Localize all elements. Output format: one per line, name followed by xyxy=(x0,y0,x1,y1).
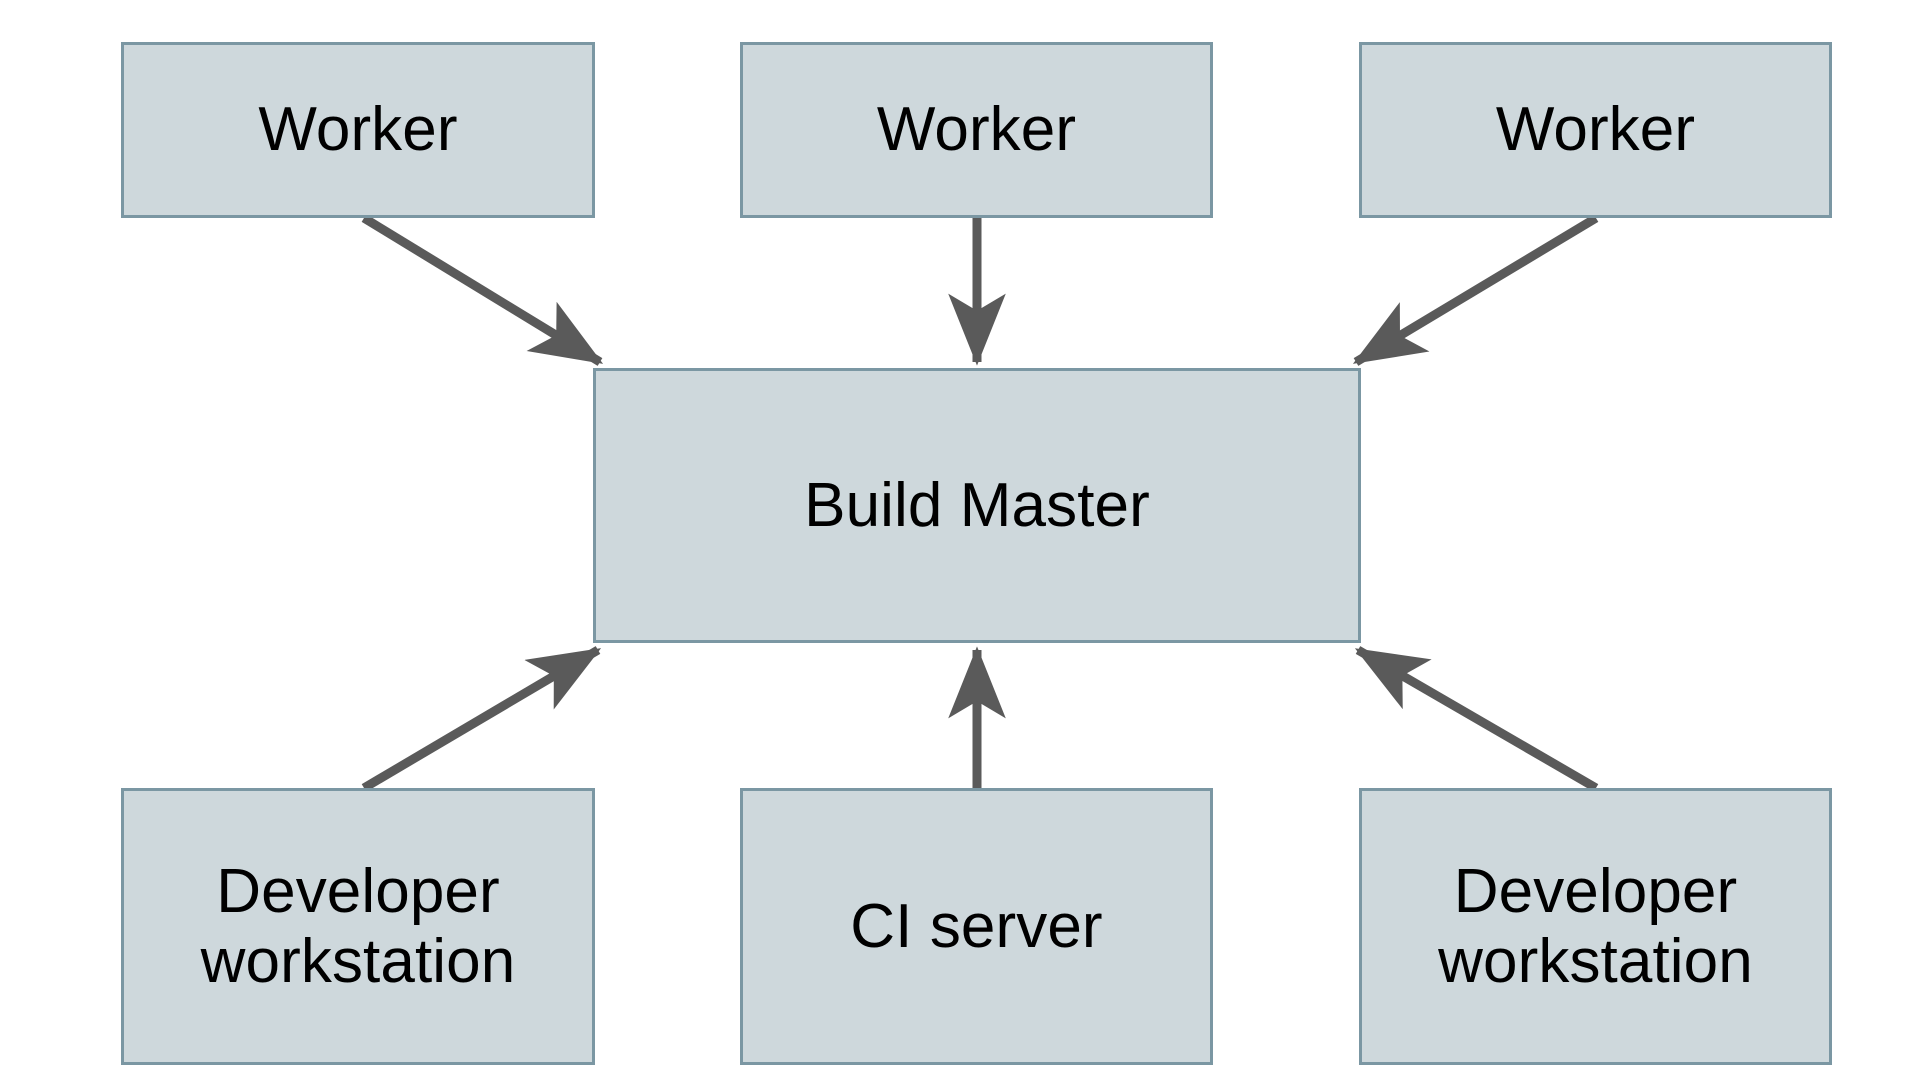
node-dev-workstation-right[interactable]: Developer workstation xyxy=(1359,788,1832,1065)
node-ci-server[interactable]: CI server xyxy=(740,788,1213,1065)
edge-worker-3-to-build-master xyxy=(1352,214,1599,366)
edge-dev-workstation-right-to-build-master xyxy=(1354,646,1599,792)
node-worker-1[interactable]: Worker xyxy=(121,42,595,218)
node-ci-server-label: CI server xyxy=(850,891,1103,961)
node-dev-workstation-left-label: Developer workstation xyxy=(200,857,516,996)
node-worker-3-label: Worker xyxy=(1495,95,1696,165)
node-worker-2-label: Worker xyxy=(876,95,1077,165)
node-build-master-label: Build Master xyxy=(804,470,1150,540)
node-worker-1-label: Worker xyxy=(258,95,458,165)
node-dev-workstation-left[interactable]: Developer workstation xyxy=(121,788,595,1065)
node-dev-workstation-right-label: Developer workstation xyxy=(1438,857,1753,996)
edge-worker-1-to-build-master xyxy=(361,214,604,366)
edge-dev-workstation-left-to-build-master xyxy=(361,646,602,792)
node-worker-2[interactable]: Worker xyxy=(740,42,1213,218)
node-worker-3[interactable]: Worker xyxy=(1359,42,1832,218)
node-build-master[interactable]: Build Master xyxy=(593,368,1361,643)
